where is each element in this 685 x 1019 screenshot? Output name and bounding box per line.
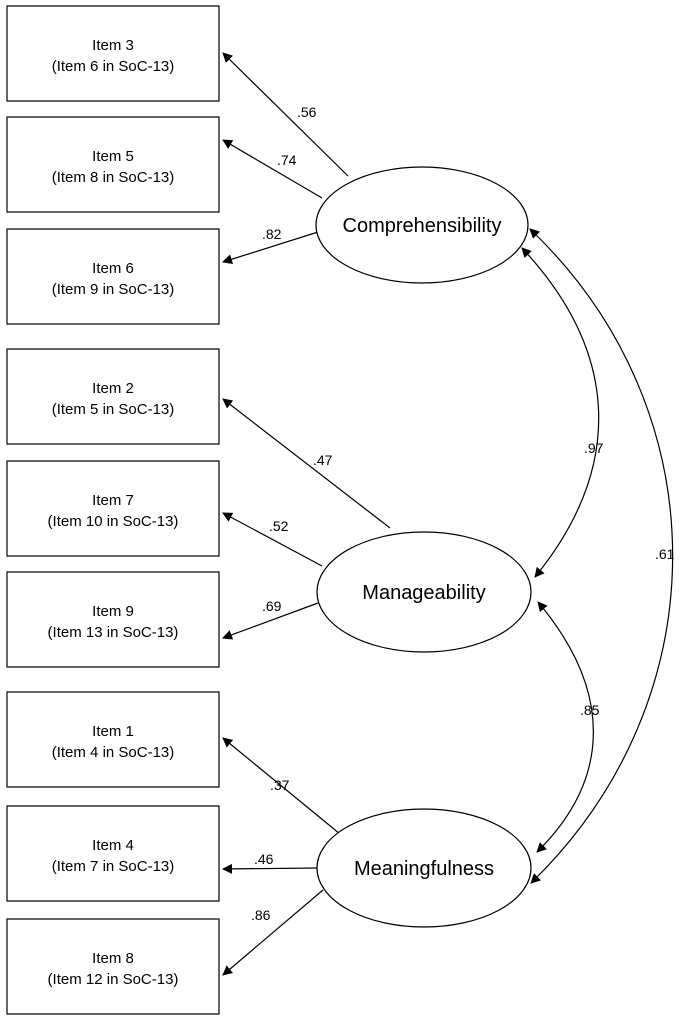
item-box-item9: Item 9 (Item 13 in SoC-13): [6, 571, 220, 668]
item-source-label: (Item 12 in SoC-13): [48, 971, 179, 988]
factor-label: Comprehensibility: [343, 215, 502, 237]
loading-arrow-item6: [222, 231, 319, 265]
item-label: Item 9: [92, 603, 134, 620]
correlation-arc-manageability-meaningfulness: [536, 601, 594, 853]
item-box-item8: Item 8 (Item 12 in SoC-13): [6, 918, 220, 1015]
item-box-item7: Item 7 (Item 10 in SoC-13): [6, 460, 220, 557]
item-label: Item 2: [92, 380, 134, 397]
item-label: Item 3: [92, 37, 134, 54]
loading-coefficient-item2: .47: [313, 452, 333, 468]
item-source-label: (Item 9 in SoC-13): [52, 281, 175, 298]
correlation-coefficient-manageability-meaningfulness: .85: [580, 702, 600, 718]
loading-coefficient-item6: .82: [262, 226, 282, 242]
loading-coefficient-item8: .86: [251, 907, 271, 923]
loading-coefficient-item7: .52: [269, 518, 289, 534]
item-source-label: (Item 7 in SoC-13): [52, 858, 175, 875]
item-box-item1: Item 1 (Item 4 in SoC-13): [6, 691, 220, 788]
loading-arrow-item9: [222, 602, 319, 640]
factor-comprehensibility: Comprehensibility: [315, 166, 529, 284]
factor-manageability: Manageability: [316, 531, 532, 653]
item-source-label: (Item 10 in SoC-13): [48, 513, 179, 530]
factor-label: Meaningfulness: [354, 858, 494, 880]
item-source-label: (Item 4 in SoC-13): [52, 744, 175, 761]
item-label: Item 8: [92, 950, 134, 967]
loading-arrow-item3: [222, 52, 349, 177]
item-source-label: (Item 13 in SoC-13): [48, 624, 179, 641]
loading-coefficient-item3: .56: [297, 104, 317, 120]
loading-arrow-item2: [222, 398, 391, 529]
item-box-item3: Item 3 (Item 6 in SoC-13): [6, 5, 220, 102]
correlation-arc-comprehensibility-meaningfulness: [529, 228, 674, 884]
correlation-coefficient-comprehensibility-meaningfulness: .61: [655, 546, 675, 562]
loading-arrow-item5: [222, 139, 323, 199]
loading-arrow-item7: [222, 512, 323, 567]
item-source-label: (Item 5 in SoC-13): [52, 401, 175, 418]
item-label: Item 1: [92, 723, 134, 740]
item-source-label: (Item 8 in SoC-13): [52, 169, 175, 186]
factor-meaningfulness: Meaningfulness: [316, 808, 532, 928]
correlation-coefficient-comprehensibility-manageability: .97: [584, 440, 604, 456]
item-label: Item 4: [92, 837, 134, 854]
loading-coefficient-item4: .46: [254, 851, 274, 867]
item-box-item4: Item 4 (Item 7 in SoC-13): [6, 805, 220, 902]
factor-label: Manageability: [362, 582, 485, 604]
item-label: Item 7: [92, 492, 134, 509]
item-label: Item 6: [92, 260, 134, 277]
item-source-label: (Item 6 in SoC-13): [52, 58, 175, 75]
item-label: Item 5: [92, 148, 134, 165]
loading-coefficient-item1: .37: [270, 777, 290, 793]
loading-arrow-item8: [222, 889, 324, 976]
item-box-item6: Item 6 (Item 9 in SoC-13): [6, 228, 220, 325]
correlation-arc-comprehensibility-manageability: [521, 247, 600, 578]
item-box-item5: Item 5 (Item 8 in SoC-13): [6, 116, 220, 213]
loading-coefficient-item5: .74: [277, 152, 297, 168]
loading-arrow-item1: [222, 737, 341, 835]
loading-coefficient-item9: .69: [262, 598, 282, 614]
item-box-item2: Item 2 (Item 5 in SoC-13): [6, 348, 220, 445]
loading-arrow-item4: [222, 863, 318, 874]
